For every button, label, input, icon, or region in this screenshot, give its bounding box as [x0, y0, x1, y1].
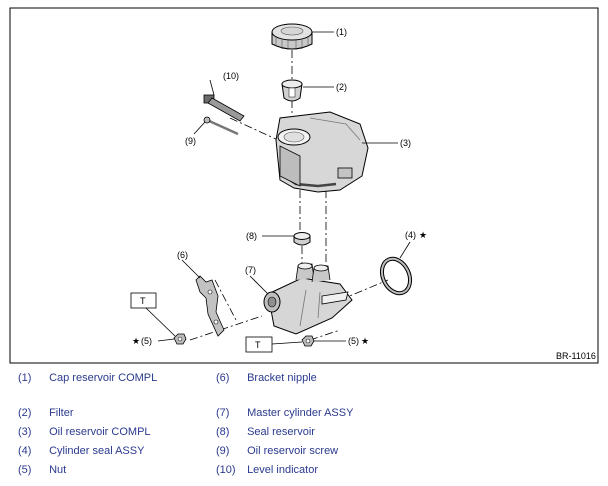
star-5b: ★: [361, 336, 369, 346]
svg-text:T: T: [255, 340, 261, 350]
callout-10: (10): [223, 71, 239, 81]
bracket-nipple: [195, 275, 225, 337]
legend-item: (6) Bracket nipple: [216, 372, 317, 384]
star-5a: ★: [132, 336, 140, 346]
cylinder-seal: [379, 256, 413, 296]
legend-item: (10) Level indicator: [216, 464, 318, 476]
legend-item: (8) Seal reservoir: [216, 426, 315, 438]
legend-item: (4) Cylinder seal ASSY: [18, 445, 145, 457]
torque-box: T: [130, 292, 157, 309]
oil-reservoir-screw: [203, 116, 239, 136]
callout-6: (6): [177, 250, 188, 260]
legend-item: (5) Nut: [18, 464, 67, 476]
callout-2: (2): [336, 82, 347, 92]
callout-4: (4): [405, 230, 416, 240]
oil-reservoir: [275, 111, 369, 193]
legend-item: (9) Oil reservoir screw: [216, 445, 339, 457]
legend-item: (3) Oil reservoir COMPL: [18, 426, 151, 438]
level-indicator: [203, 94, 245, 122]
cap-reservoir: [271, 23, 313, 50]
leader-lines: [145, 31, 411, 345]
exploded-parts-diagram: (1) (2) (3) (10) (9) (4) ★ (8) (6) (7) ★…: [9, 7, 599, 364]
callout-1: (1): [336, 27, 347, 37]
seal-reservoir: [293, 232, 311, 246]
filter: [281, 79, 303, 102]
parts-legend: (1) Cap reservoir COMPL (2) Filter (3) O…: [0, 370, 608, 486]
svg-text:T: T: [140, 296, 146, 306]
figure-code: BR-11016: [556, 351, 596, 361]
legend-item: (1) Cap reservoir COMPL: [18, 372, 158, 384]
star-4: ★: [419, 230, 427, 240]
legend-item: (2) Filter: [18, 407, 74, 419]
callout-7: (7): [245, 265, 256, 275]
callout-5b: (5): [348, 336, 359, 346]
callout-9: (9): [185, 136, 196, 146]
callout-8: (8): [246, 231, 257, 241]
legend-item: (7) Master cylinder ASSY: [216, 407, 354, 419]
torque-box: T: [245, 336, 273, 353]
master-cylinder: [263, 262, 353, 335]
callout-5a: (5): [141, 336, 152, 346]
callout-3: (3): [400, 138, 411, 148]
nut: [173, 333, 187, 345]
